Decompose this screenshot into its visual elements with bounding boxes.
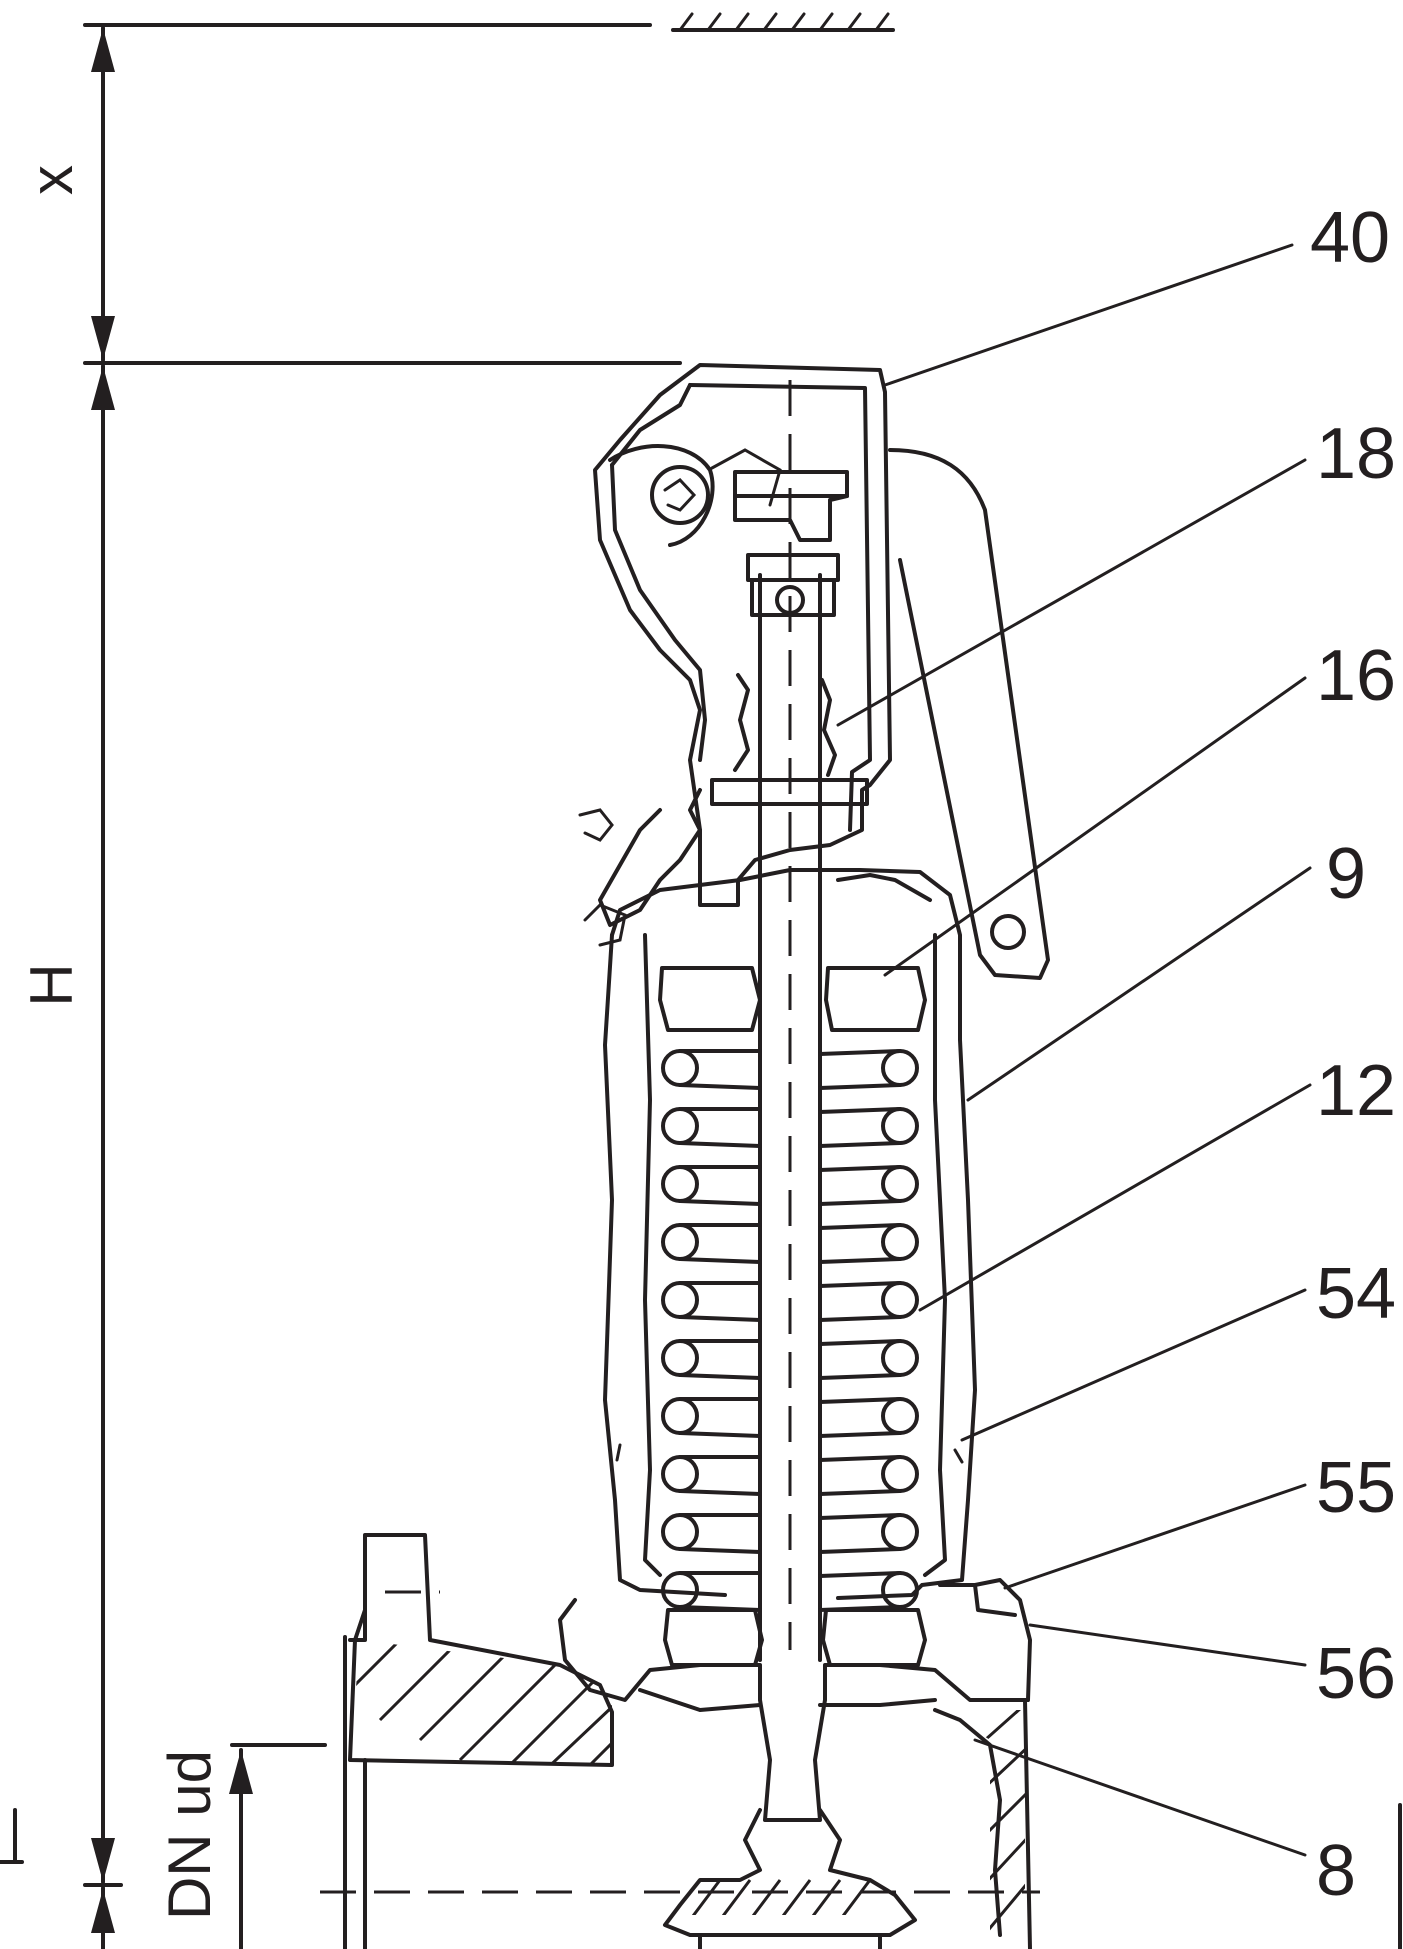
callout-55: 55 <box>1316 1448 1396 1528</box>
spring-coil-left <box>661 1281 699 1319</box>
lifting-lever <box>888 448 1050 980</box>
spring-band <box>678 1571 902 1612</box>
spring-washer-top <box>658 966 762 1032</box>
spring <box>661 1049 919 1612</box>
spring-coil-right <box>881 1397 919 1435</box>
callout-18: 18 <box>1316 414 1396 494</box>
callout-12: 12 <box>1316 1051 1396 1131</box>
lever-pivot <box>650 465 710 525</box>
disc <box>663 1808 917 1937</box>
spring-band <box>678 1339 902 1380</box>
x-dimension-label: x <box>18 165 85 195</box>
x-arrow-top <box>91 28 115 72</box>
spring-coil-right <box>881 1571 919 1609</box>
spring-band <box>678 1223 902 1264</box>
spring-coil-right <box>881 1455 919 1493</box>
h-dimension-label: H <box>18 963 85 1006</box>
spring-washer-bottom <box>663 1608 764 1667</box>
cap-outline <box>593 363 892 907</box>
spring-coil-right <box>881 1281 919 1319</box>
spring-coil-left <box>661 1339 699 1377</box>
spring-band <box>678 1165 902 1206</box>
spring-coil-right <box>881 1339 919 1377</box>
spring-coil-left <box>661 1513 699 1551</box>
h-arrow-bottom <box>91 1838 115 1882</box>
spring-coil-left <box>661 1223 699 1261</box>
lever-eye <box>990 914 1026 950</box>
spring-coil-left <box>661 1049 699 1087</box>
spring-coil-left <box>661 1107 699 1145</box>
spring-band <box>678 1107 902 1148</box>
bonnet-flange <box>558 1578 1032 1822</box>
ground-symbol <box>671 12 895 32</box>
spring-coil-right <box>881 1223 919 1261</box>
valve-assembly <box>320 363 1050 1949</box>
dimension-lines <box>0 12 1402 1949</box>
callout-56: 56 <box>1316 1634 1396 1714</box>
spring-coil-right <box>881 1049 919 1087</box>
spring-coil-left <box>661 1165 699 1203</box>
spring-band <box>678 1049 902 1090</box>
spring-band <box>678 1455 902 1496</box>
spring-coil-right <box>881 1513 919 1551</box>
spring-band <box>678 1281 902 1322</box>
callout-40: 40 <box>1310 198 1390 278</box>
callout-8: 8 <box>1316 1831 1356 1911</box>
callout-54: 54 <box>1316 1254 1396 1334</box>
inlet-flange <box>348 1533 614 1767</box>
spring-coil-left <box>661 1397 699 1435</box>
spring-coil-right <box>881 1107 919 1145</box>
spring-band <box>678 1397 902 1438</box>
callout-leaders <box>836 243 1312 1857</box>
spring-coil-right <box>881 1165 919 1203</box>
dn-arrow <box>229 1750 253 1794</box>
spring-coil-left <box>661 1455 699 1493</box>
dn-dimension-label: DN ud <box>156 1750 223 1920</box>
h-arrow-top <box>91 366 115 410</box>
spring-band <box>678 1513 902 1554</box>
bonnet-outline <box>610 868 977 1600</box>
callout-16: 16 <box>1316 636 1396 716</box>
callout-9: 9 <box>1326 834 1366 914</box>
x-arrow-bottom <box>91 316 115 360</box>
